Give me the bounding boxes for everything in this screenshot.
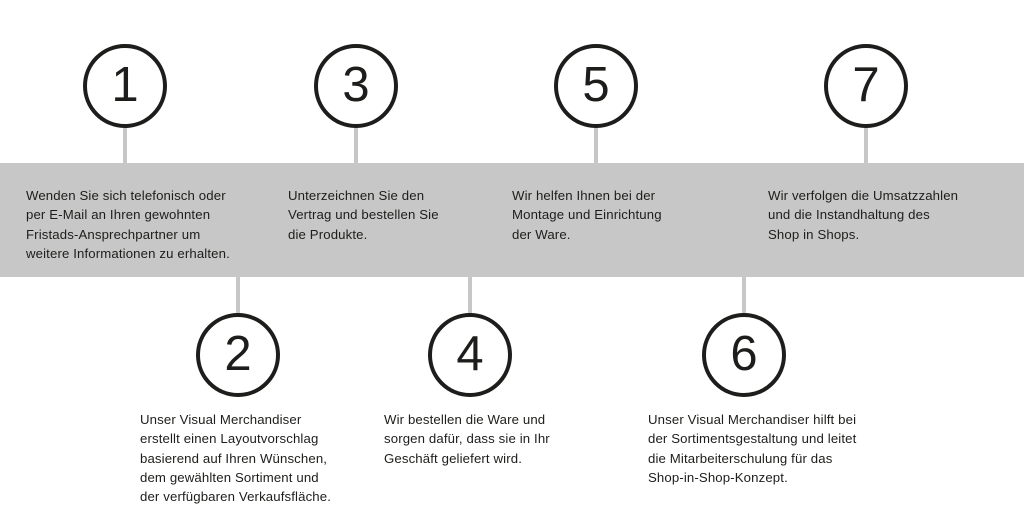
- step-text-1: Wenden Sie sich telefonisch oder per E-M…: [26, 188, 230, 261]
- step-circle-5[interactable]: 5: [554, 44, 638, 128]
- step-text-6: Unser Visual Merchandiser hilft bei der …: [648, 412, 857, 485]
- step-circle-7[interactable]: 7: [824, 44, 908, 128]
- timeline-band: [0, 163, 1024, 277]
- connector-step-4: [468, 276, 472, 315]
- step-text-3: Unterzeichnen Sie den Vertrag und bestel…: [288, 188, 439, 242]
- step-circle-2[interactable]: 2: [196, 313, 280, 397]
- step-number-3: 3: [342, 57, 370, 112]
- step-number-6: 6: [730, 326, 758, 381]
- step-text-5: Wir helfen Ihnen bei der Montage und Ein…: [512, 188, 662, 242]
- connector-step-5: [594, 126, 598, 165]
- step-circle-1[interactable]: 1: [83, 44, 167, 128]
- step-number-7: 7: [852, 57, 880, 112]
- connector-step-3: [354, 126, 358, 165]
- step-number-1: 1: [111, 57, 139, 112]
- step-text-7: Wir verfolgen die Umsatzzahlen und die I…: [768, 188, 959, 242]
- connector-step-2: [236, 276, 240, 315]
- step-circle-3[interactable]: 3: [314, 44, 398, 128]
- step-number-5: 5: [582, 57, 610, 112]
- step-number-4: 4: [456, 326, 484, 381]
- step-circle-4[interactable]: 4: [428, 313, 512, 397]
- step-text-4: Wir bestellen die Ware und sorgen dafür,…: [384, 412, 550, 466]
- step-circle-6[interactable]: 6: [702, 313, 786, 397]
- step-text-2: Unser Visual Merchandiser erstellt einen…: [140, 412, 332, 505]
- step-number-2: 2: [224, 326, 252, 381]
- connector-step-6: [742, 276, 746, 315]
- connector-step-1: [123, 126, 127, 165]
- connector-step-7: [864, 126, 868, 165]
